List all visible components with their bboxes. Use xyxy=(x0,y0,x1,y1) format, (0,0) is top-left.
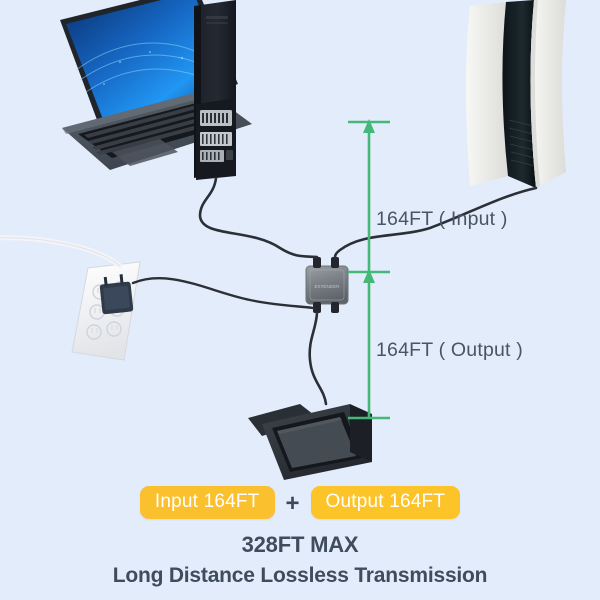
laptop-device xyxy=(60,0,252,170)
badge-plus-symbol: + xyxy=(285,489,300,517)
arrowhead-input xyxy=(363,119,375,133)
headline-tagline: Long Distance Lossless Transmission xyxy=(112,563,488,587)
ps5-console xyxy=(466,0,566,188)
badge-input-distance: Input 164FT xyxy=(139,486,275,519)
power-adapter xyxy=(99,274,134,315)
headline-max-distance: 328FT MAX xyxy=(241,532,359,557)
svg-text:EXTENDER: EXTENDER xyxy=(314,284,340,289)
extender-box: EXTENDER xyxy=(305,257,349,313)
ethernet-adapter xyxy=(196,98,236,180)
badge-output-distance: Output 164FT xyxy=(310,486,461,519)
cable-ps5-to-extender xyxy=(333,186,538,259)
cable-extender-to-monitor xyxy=(308,311,328,406)
measurement-label-input: 164FT ( Input ) xyxy=(376,208,508,230)
measurement-label-output: 164FT ( Output ) xyxy=(376,339,523,361)
cable-power-to-extender xyxy=(131,277,315,310)
cable-mains-lead-shade xyxy=(0,237,121,267)
cable-adapter-to-extender xyxy=(198,176,319,259)
distance-badges-row: Input 164FT + Output 164FT xyxy=(0,486,600,519)
arrowhead-output xyxy=(363,269,375,283)
headline-block: 328FT MAX Long Distance Lossless Transmi… xyxy=(0,531,600,589)
power-strip xyxy=(71,261,141,361)
monitor xyxy=(248,404,372,480)
